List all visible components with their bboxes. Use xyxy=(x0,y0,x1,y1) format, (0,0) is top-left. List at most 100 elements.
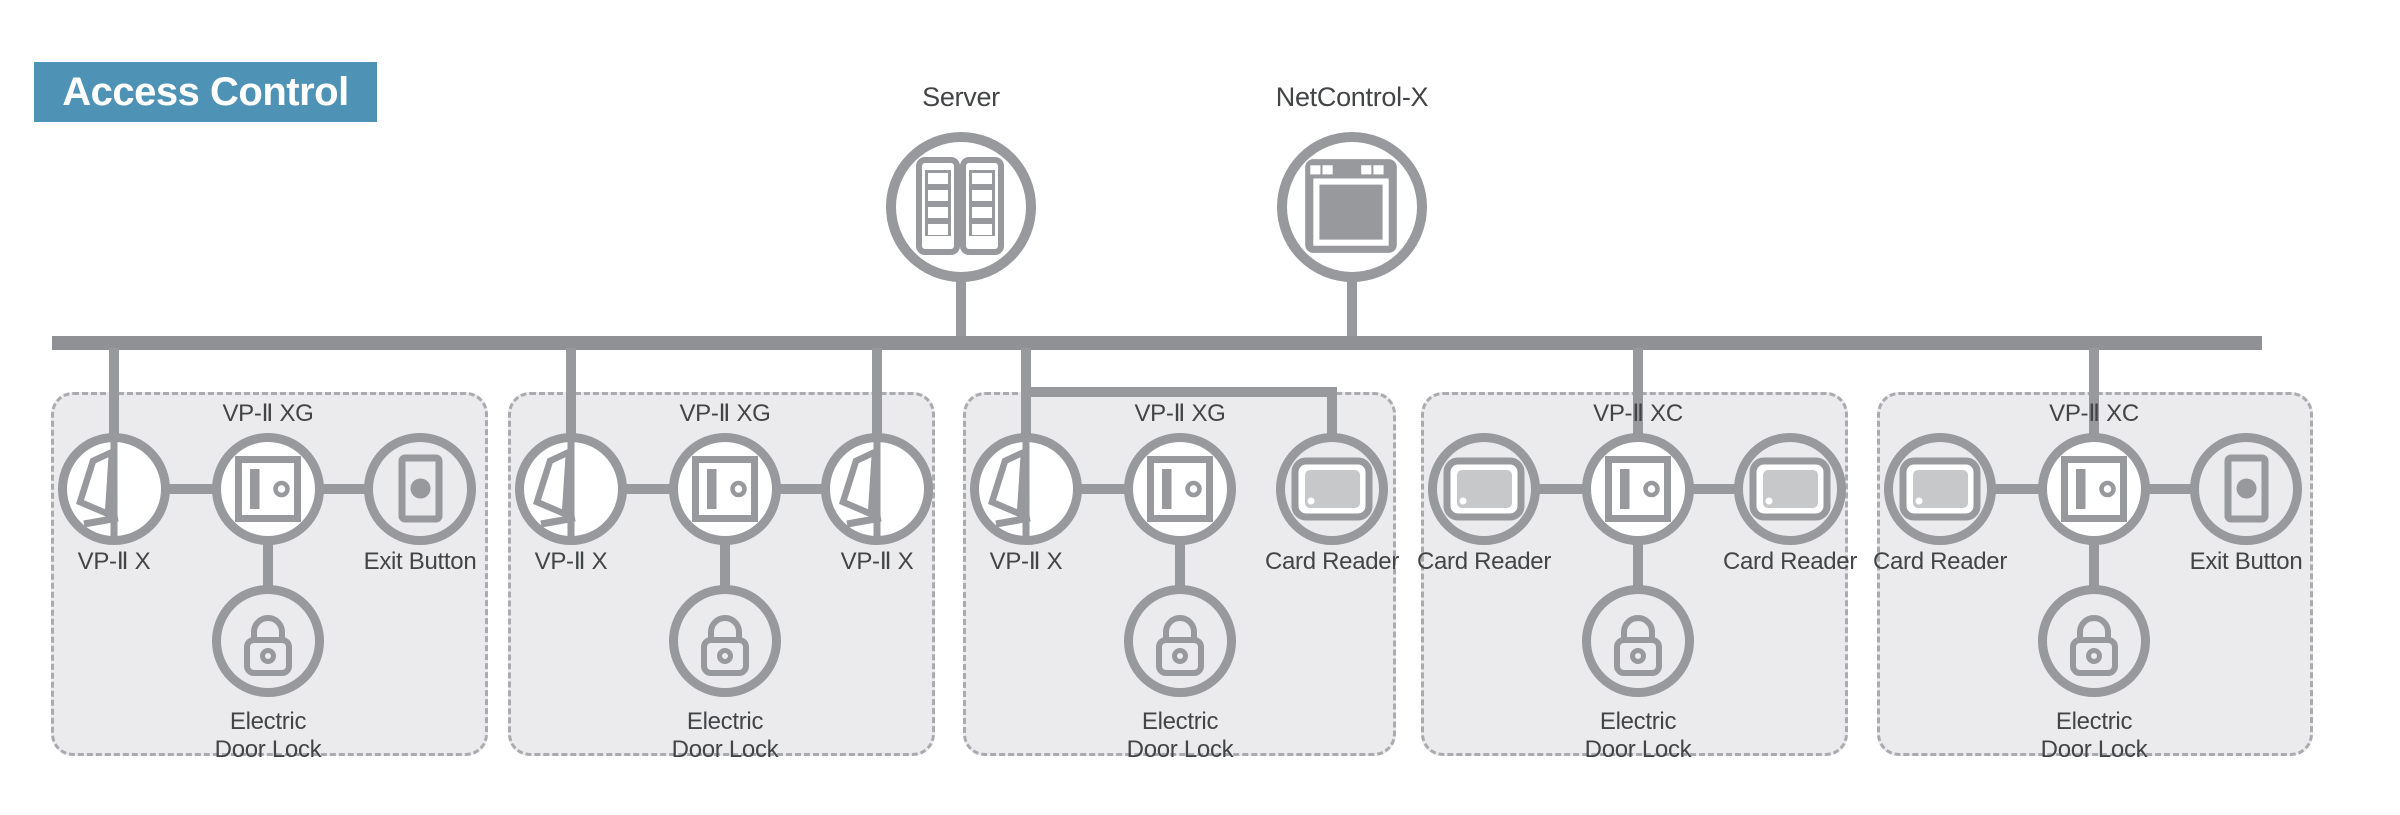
right-device-label: Exit Button xyxy=(2189,548,2303,575)
controller-label: VP-Ⅱ XG xyxy=(1134,400,1226,427)
door-controller-icon xyxy=(221,442,315,536)
left-to-controller-link xyxy=(1992,484,2042,494)
left-device-node xyxy=(970,433,1082,545)
hand-scanner-icon xyxy=(67,442,161,536)
left-device-label: VP-Ⅱ X xyxy=(77,548,151,575)
door-lock-node xyxy=(669,585,781,697)
controller-to-lock-link xyxy=(1175,541,1185,589)
door-lock-node xyxy=(2038,585,2150,697)
left-to-controller-link xyxy=(623,484,673,494)
door-lock-label-line1: Electric xyxy=(1599,708,1677,735)
hand-scanner-icon xyxy=(830,442,924,536)
card-reader-icon xyxy=(1893,442,1987,536)
door-controller-icon xyxy=(2047,442,2141,536)
card-reader-icon xyxy=(1743,442,1837,536)
controller-to-right-link xyxy=(320,484,368,494)
door-controller-icon xyxy=(1133,442,1227,536)
controller-label: VP-Ⅱ XG xyxy=(222,400,314,427)
left-device-label: Card Reader xyxy=(1872,548,2008,575)
door-lock-node xyxy=(1582,585,1694,697)
left-to-controller-link xyxy=(1078,484,1128,494)
controller-label: VP-Ⅱ XC xyxy=(1593,400,1683,427)
server-label: Server xyxy=(922,82,1000,112)
controller-node xyxy=(2038,433,2150,545)
card-reader-icon xyxy=(1437,442,1531,536)
left-device-node xyxy=(1428,433,1540,545)
left-to-controller-link xyxy=(166,484,216,494)
controller-to-lock-link xyxy=(2089,541,2099,589)
padlock-icon xyxy=(2047,594,2141,688)
door-lock-node xyxy=(212,585,324,697)
right-device-node xyxy=(821,433,933,545)
door-lock-label-line2: Door Lock xyxy=(2040,736,2148,763)
controller-to-lock-link xyxy=(263,541,273,589)
server-bus-connector xyxy=(956,280,966,338)
left-device-node xyxy=(58,433,170,545)
bus-drop-controller xyxy=(2089,348,2099,437)
controller-to-right-link xyxy=(2146,484,2194,494)
controller-label: VP-Ⅱ XG xyxy=(679,400,771,427)
network-bus-line xyxy=(52,336,2262,350)
elbow-branch-horizontal xyxy=(1021,387,1337,397)
door-lock-label-line1: Electric xyxy=(229,708,307,735)
door-controller-icon xyxy=(1591,442,1685,536)
hand-scanner-icon xyxy=(524,442,618,536)
padlock-icon xyxy=(221,594,315,688)
bus-drop-left xyxy=(566,348,576,437)
right-device-label: Card Reader xyxy=(1722,548,1858,575)
right-device-label: Exit Button xyxy=(363,548,477,575)
exit-button-icon xyxy=(2199,442,2293,536)
bus-drop-right xyxy=(872,348,882,437)
door-lock-label-line2: Door Lock xyxy=(214,736,322,763)
controller-node xyxy=(669,433,781,545)
door-lock-label-line2: Door Lock xyxy=(1584,736,1692,763)
diagram-title-badge: Access Control xyxy=(34,62,377,122)
door-lock-label-line2: Door Lock xyxy=(671,736,779,763)
controller-to-lock-link xyxy=(720,541,730,589)
door-lock-label-line1: Electric xyxy=(686,708,764,735)
card-reader-icon xyxy=(1285,442,1379,536)
left-device-label: VP-Ⅱ X xyxy=(989,548,1063,575)
controller-node xyxy=(1124,433,1236,545)
left-device-label: Card Reader xyxy=(1416,548,1552,575)
server-node xyxy=(886,132,1036,282)
left-device-node xyxy=(515,433,627,545)
left-device-node xyxy=(1884,433,1996,545)
door-lock-node xyxy=(1124,585,1236,697)
exit-button-icon xyxy=(373,442,467,536)
controller-to-lock-link xyxy=(1633,541,1643,589)
door-lock-label-line1: Electric xyxy=(2055,708,2133,735)
controller-to-right-link xyxy=(777,484,825,494)
controller-to-right-link xyxy=(1690,484,1738,494)
elbow-branch-vertical xyxy=(1327,392,1337,437)
bus-drop-left xyxy=(109,348,119,437)
right-device-node xyxy=(1276,433,1388,545)
controller-node xyxy=(1582,433,1694,545)
controller-label: VP-Ⅱ XC xyxy=(2049,400,2139,427)
netcontrol-bus-connector xyxy=(1347,280,1357,338)
padlock-icon xyxy=(1133,594,1227,688)
door-lock-label-line2: Door Lock xyxy=(1126,736,1234,763)
bus-drop-controller xyxy=(1633,348,1643,437)
right-device-label: VP-Ⅱ X xyxy=(840,548,914,575)
hand-scanner-icon xyxy=(979,442,1073,536)
right-device-label: Card Reader xyxy=(1264,548,1400,575)
right-device-node xyxy=(2190,433,2302,545)
padlock-icon xyxy=(1591,594,1685,688)
door-controller-icon xyxy=(678,442,772,536)
door-lock-label-line1: Electric xyxy=(1141,708,1219,735)
control-panel-icon xyxy=(1296,151,1406,261)
server-rack-icon xyxy=(905,151,1015,261)
netcontrol-label: NetControl-X xyxy=(1275,82,1429,112)
left-device-label: VP-Ⅱ X xyxy=(534,548,608,575)
padlock-icon xyxy=(678,594,772,688)
right-device-node xyxy=(364,433,476,545)
controller-node xyxy=(212,433,324,545)
right-device-node xyxy=(1734,433,1846,545)
